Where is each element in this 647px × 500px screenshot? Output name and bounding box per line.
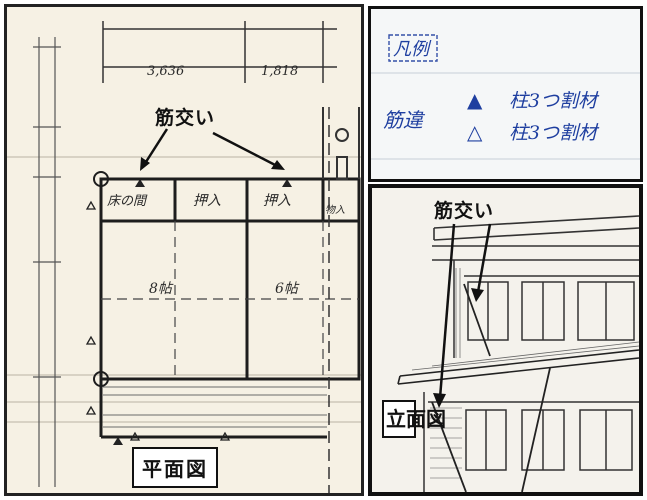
floor-plan-drawing: 3,636 1,818 床の間 押入 押入 物入 8帖 6帖 [7,21,361,493]
room-label: 8帖 [149,281,174,297]
elevation-view-label: 立面図 [382,400,446,438]
dimension-label: 3,636 [147,64,184,79]
filled-triangle-icon: ▲ [467,88,483,112]
outline-triangle-icon: △ [467,120,483,144]
plan-view-label: 平面図 [132,447,218,488]
brace-callout-elevation: 筋交い [434,200,495,222]
elevation-panel: 筋交い 立面図 [368,184,643,496]
elevation-drawing [397,215,639,492]
room-label: 押入 [193,193,221,209]
legend-item-text: 柱3つ割材 [509,90,600,112]
legend-title: 凡例 [393,39,432,60]
floor-plan-panel: 3,636 1,818 床の間 押入 押入 物入 8帖 6帖 筋交い 平面図 [4,4,364,496]
legend-item-text: 柱3つ割材 [509,122,600,144]
dimension-label: 1,818 [261,64,298,79]
room-label: 物入 [325,204,345,216]
legend-category: 筋違 [383,108,426,132]
legend-panel: 凡例 筋違 ▲ 柱3つ割材 △ 柱3つ割材 [368,6,643,182]
brace-callout-plan: 筋交い [155,107,216,129]
room-label: 床の間 [107,194,148,209]
room-label: 押入 [263,193,291,209]
room-label: 6帖 [275,281,300,297]
legend-drawing: 凡例 筋違 ▲ 柱3つ割材 △ 柱3つ割材 [371,34,640,160]
